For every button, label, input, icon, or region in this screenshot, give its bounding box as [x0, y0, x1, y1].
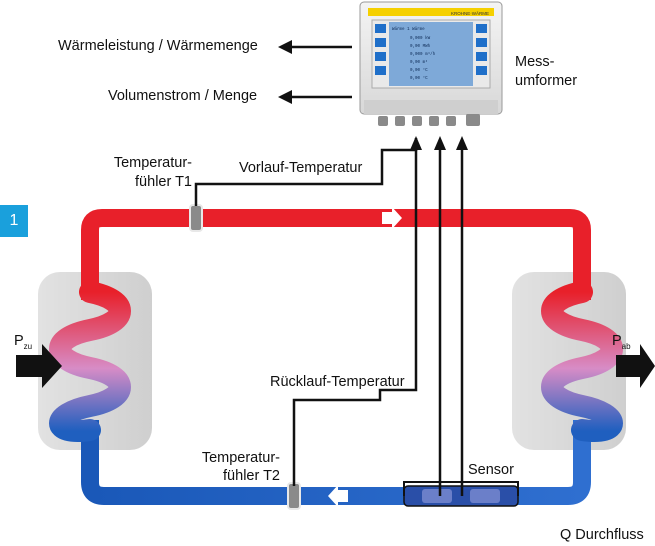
power-out-label-sub: ab [621, 341, 631, 351]
figure-number-badge: 1 [0, 205, 28, 237]
device-brand: KROHNE·WÄRME [451, 10, 489, 16]
heat-exchanger-right-coil [541, 281, 623, 442]
svg-text:0,00 m³: 0,00 m³ [410, 59, 428, 65]
output-arrow-volume-head-icon [278, 90, 292, 104]
sensor-bracket [403, 481, 519, 496]
return-pipe-bottom [81, 420, 591, 505]
supply-flow-arrow-icon [382, 207, 402, 229]
supply-pipe-top [81, 209, 591, 300]
output-arrow-heat-head-icon [278, 40, 292, 54]
signal-line-t2 [292, 150, 418, 486]
svg-text:0,00 °C: 0,00 °C [410, 68, 428, 73]
svg-text:0,00 MWh: 0,00 MWh [410, 44, 431, 49]
power-in-label-main: P [14, 333, 24, 349]
svg-text:0,000 m³/h: 0,000 m³/h [410, 51, 436, 57]
heat-output-label: Wärmeleistung / Wärmemenge [58, 38, 258, 54]
power-out-label-main: P [612, 333, 622, 349]
supply-temp-label: Vorlauf-Temperatur [239, 160, 363, 176]
device-screen [389, 22, 473, 86]
power-out-label: Pab [612, 333, 631, 355]
return-flow-arrow-icon [328, 485, 348, 507]
sensor-t2-label-line2: fühler T2 [223, 468, 280, 484]
transmitter-device [359, 1, 503, 126]
sensor-label: Sensor [468, 462, 514, 478]
heat-exchanger-left-coil [49, 281, 131, 442]
svg-text:Wärme 1 Wärme: Wärme 1 Wärme [392, 27, 425, 32]
temp-sensor-t1-icon [189, 204, 203, 232]
power-in-arrow-icon [16, 344, 62, 388]
device-screen-text: Wärme 1 Wärme 0,000 kW 0,00 MWh 0,000 m³… [392, 27, 436, 81]
return-temp-label: Rücklauf-Temperatur [270, 374, 405, 390]
power-in-label: Pzu [14, 333, 32, 355]
flow-label: Q Durchfluss [560, 527, 644, 543]
svg-text:0,000 kW: 0,000 kW [410, 36, 431, 41]
sensor-t1-label-line1: Temperatur- [113, 155, 192, 171]
transmitter-label-line2: umformer [515, 73, 578, 89]
volume-flow-label: Volumenstrom / Menge [108, 88, 258, 104]
svg-text:0,00 °C: 0,00 °C [410, 76, 428, 81]
temp-sensor-t2-icon [287, 482, 301, 510]
sensor-t1-label-line2: fühler T1 [135, 174, 192, 190]
power-in-label-sub: zu [23, 341, 33, 351]
transmitter-label-line1: Mess- [515, 54, 555, 70]
sensor-t2-label-line1: Temperatur- [201, 450, 280, 466]
power-out-arrow-icon [616, 344, 655, 388]
